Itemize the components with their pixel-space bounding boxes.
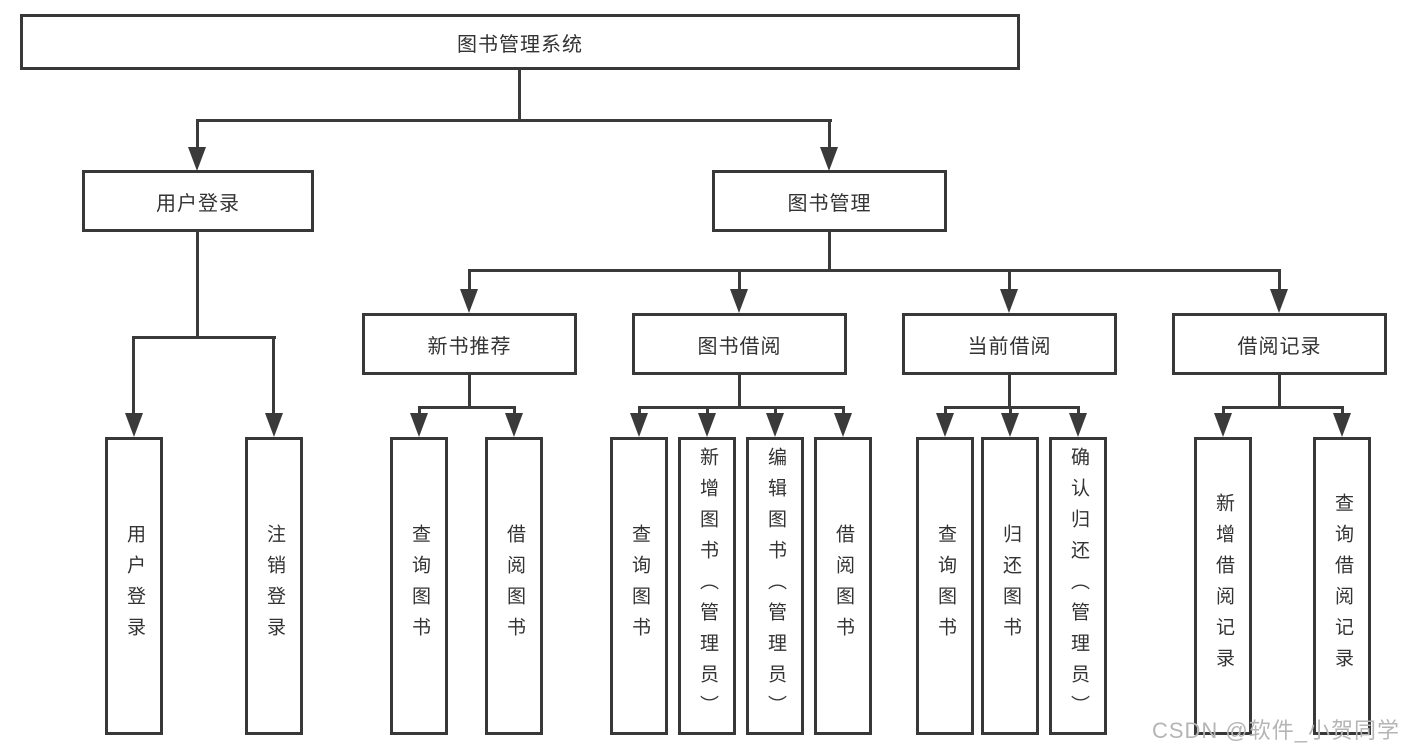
connector-line — [1009, 406, 1012, 417]
arrow-down-icon — [766, 413, 784, 437]
connector-line — [828, 119, 831, 150]
leaf-add-borrow-record-label: 新增借阅记录 — [1212, 493, 1234, 679]
connector-line — [468, 269, 471, 292]
connector-line — [738, 374, 741, 409]
connector-line — [1008, 374, 1011, 409]
node-root-label: 图书管理系统 — [457, 33, 583, 56]
node-current-borrowing-label: 当前借阅 — [967, 335, 1052, 358]
leaf-return-books-label: 归还图书 — [999, 524, 1021, 648]
connector-line — [842, 406, 845, 417]
connector-line — [738, 269, 741, 292]
connector-line — [1008, 269, 1011, 292]
leaf-return-books: 归还图书 — [981, 437, 1039, 735]
leaf-edit-books-admin: 编辑图书（管理员） — [746, 437, 804, 735]
node-book-management-label: 图书管理 — [787, 192, 872, 215]
arrow-down-icon — [730, 289, 748, 313]
arrow-down-icon — [188, 147, 206, 171]
leaf-borrow-books-2: 借阅图书 — [814, 437, 872, 735]
leaf-borrow-books-2-label: 借阅图书 — [832, 524, 854, 648]
arrow-down-icon — [1270, 289, 1288, 313]
leaf-add-books-admin: 新增图书（管理员） — [678, 437, 736, 735]
leaf-query-borrow-record: 查询借阅记录 — [1313, 437, 1371, 735]
connector-line — [638, 406, 641, 417]
connector-line — [706, 406, 709, 417]
node-root: 图书管理系统 — [20, 14, 1020, 70]
watermark: CSDN @软件_小贺同学 — [1151, 718, 1400, 743]
connector-line — [518, 69, 521, 121]
connector-line — [418, 406, 421, 417]
connector-line — [196, 119, 199, 150]
arrow-down-icon — [630, 413, 648, 437]
connector-line — [638, 406, 845, 409]
arrow-down-icon — [1214, 413, 1232, 437]
node-user-login: 用户登录 — [82, 170, 314, 232]
node-user-login-label: 用户登录 — [156, 192, 240, 215]
connector-line — [132, 336, 135, 416]
node-book-borrowing: 图书借阅 — [632, 313, 847, 375]
node-book-management: 图书管理 — [712, 170, 947, 232]
arrow-down-icon — [265, 413, 283, 437]
leaf-confirm-return-admin: 确认归还（管理员） — [1049, 437, 1107, 735]
node-borrowing-records: 借阅记录 — [1172, 313, 1387, 375]
arrow-down-icon — [834, 413, 852, 437]
node-borrowing-records-label: 借阅记录 — [1237, 335, 1322, 358]
leaf-user-login-label: 用户登录 — [123, 524, 145, 648]
connector-line — [513, 406, 516, 417]
arrow-down-icon — [1333, 413, 1351, 437]
leaf-query-books-3: 查询图书 — [916, 437, 974, 735]
arrow-down-icon — [1069, 413, 1087, 437]
leaf-query-books-1: 查询图书 — [390, 437, 448, 735]
arrow-down-icon — [505, 413, 523, 437]
leaf-borrow-books-1: 借阅图书 — [485, 437, 543, 735]
leaf-query-books-2-label: 查询图书 — [628, 524, 650, 648]
node-book-borrowing-label: 图书借阅 — [697, 335, 782, 358]
arrow-down-icon — [936, 413, 954, 437]
connector-line — [828, 231, 831, 272]
connector-line — [468, 269, 1281, 272]
connector-line — [196, 231, 199, 339]
leaf-borrow-books-1-label: 借阅图书 — [503, 524, 525, 648]
connector-line — [132, 336, 276, 339]
leaf-logout-label: 注销登录 — [263, 524, 285, 648]
arrow-down-icon — [1000, 289, 1018, 313]
connector-line — [774, 406, 777, 417]
leaf-add-borrow-record: 新增借阅记录 — [1194, 437, 1252, 735]
connector-line — [1341, 406, 1344, 417]
connector-line — [418, 406, 516, 409]
arrow-down-icon — [460, 289, 478, 313]
leaf-query-borrow-record-label: 查询借阅记录 — [1331, 493, 1353, 679]
leaf-query-books-3-label: 查询图书 — [934, 524, 956, 648]
connector-line — [1278, 374, 1281, 409]
connector-line — [1222, 406, 1344, 409]
node-new-book-recommend-label: 新书推荐 — [427, 335, 512, 358]
connector-line — [1222, 406, 1225, 417]
leaf-query-books-1-label: 查询图书 — [408, 524, 430, 648]
leaf-confirm-return-admin-label: 确认归还（管理员） — [1067, 446, 1089, 726]
connector-line — [1278, 269, 1281, 292]
node-new-book-recommend: 新书推荐 — [362, 313, 577, 375]
connector-line — [196, 119, 832, 122]
arrow-down-icon — [125, 413, 143, 437]
connector-line — [468, 374, 471, 409]
arrow-down-icon — [698, 413, 716, 437]
node-current-borrowing: 当前借阅 — [902, 313, 1117, 375]
arrow-down-icon — [1001, 413, 1019, 437]
leaf-logout: 注销登录 — [245, 437, 303, 735]
arrow-down-icon — [410, 413, 428, 437]
connector-line — [272, 336, 275, 416]
connector-line — [944, 406, 1080, 409]
leaf-add-books-admin-label: 新增图书（管理员） — [696, 446, 718, 726]
connector-line — [1077, 406, 1080, 417]
arrow-down-icon — [820, 147, 838, 171]
leaf-edit-books-admin-label: 编辑图书（管理员） — [764, 446, 786, 726]
leaf-user-login: 用户登录 — [105, 437, 163, 735]
connector-line — [944, 406, 947, 417]
leaf-query-books-2: 查询图书 — [610, 437, 668, 735]
